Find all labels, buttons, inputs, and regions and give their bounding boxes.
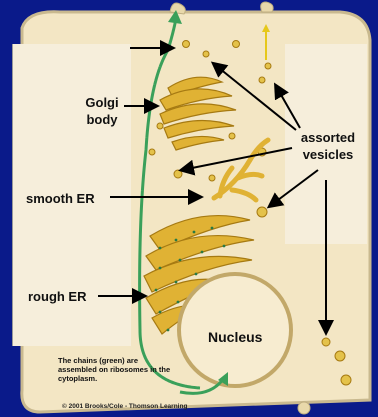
rough-er-label: rough ER	[28, 289, 87, 304]
credit-line: © 2001 Brooks/Cole - Thomson Learning	[62, 403, 187, 410]
smooth-er-label: smooth ER	[26, 191, 95, 206]
golgi-label: Golgi body	[72, 94, 132, 128]
nucleus-label: Nucleus	[208, 329, 262, 345]
vesicles-label: assorted vesicles	[290, 129, 366, 163]
chains-note: The chains (green) are assembled on ribo…	[58, 356, 178, 383]
